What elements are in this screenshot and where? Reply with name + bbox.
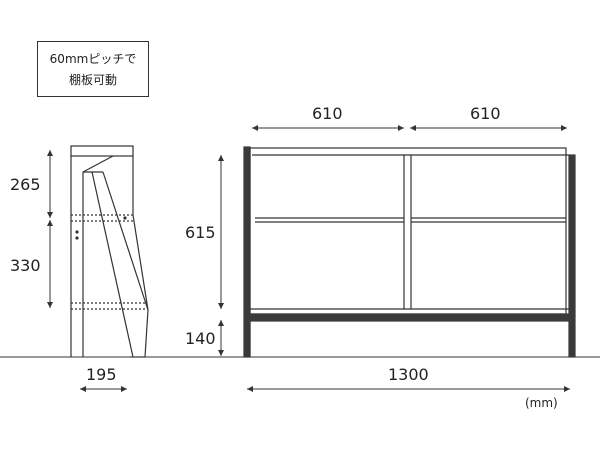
note-line-1: 60mmピッチで [49,52,137,66]
front-right-steel-leg [568,154,576,358]
front-view [243,146,576,358]
front-lower-rail [249,313,570,322]
side-inner-diag-top [82,155,114,173]
side-rear-foot-edge [144,309,149,358]
side-diag-leg-outer [102,171,149,311]
side-peg-hole [123,216,127,220]
label-total-width: 1300 [388,365,429,384]
front-cabinet-body [249,147,567,315]
label-side-depth: 195 [86,365,117,384]
label-front-leg-height: 140 [185,329,216,348]
side-top-panel [70,145,134,157]
label-side-upper-height: 265 [10,175,41,194]
units-label: (mm) [525,396,558,410]
side-peg-hole [75,236,79,240]
side-peg-hole [75,230,79,234]
label-front-body-height: 615 [185,223,216,242]
note-line-2: 棚板可動 [68,73,117,87]
side-view [70,145,149,358]
side-back-lower [132,214,149,311]
label-front-right-width: 610 [470,104,501,123]
side-diag-leg-inner [91,171,134,358]
adjustable-shelf-note: 60mmピッチで 棚板可動 [37,41,149,97]
label-front-left-width: 610 [312,104,343,123]
label-side-lower-height: 330 [10,256,41,275]
front-left-steel-leg [243,146,251,358]
